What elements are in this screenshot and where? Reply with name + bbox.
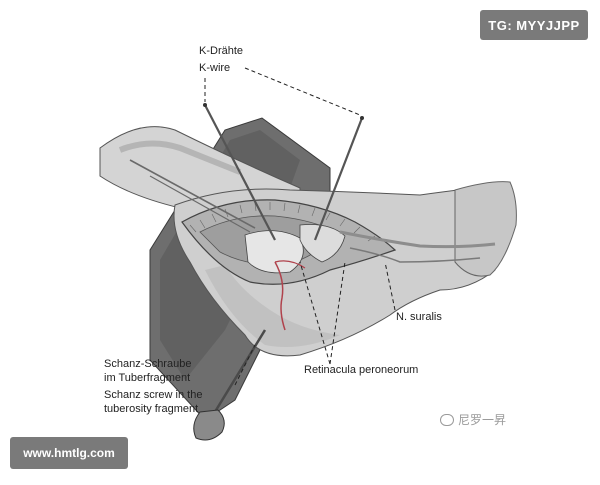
heel-shade bbox=[205, 265, 340, 348]
leader-retinacula-a bbox=[299, 261, 331, 365]
label-schanz-de-2: im Tuberfragment bbox=[104, 372, 191, 384]
forefoot-drape bbox=[454, 181, 517, 277]
leader-retinacula-b bbox=[329, 261, 346, 365]
leader-suralis bbox=[384, 261, 396, 311]
label-kwire-de: K-Drähte bbox=[199, 45, 244, 57]
fracture-line-branch bbox=[274, 260, 306, 269]
label-schanz-en-2: tuberosity fragment bbox=[104, 403, 199, 415]
label-schanz-en-1: Schanz screw in the bbox=[104, 389, 203, 401]
leader-kwire-right bbox=[244, 67, 361, 116]
incision-hatching bbox=[189, 202, 376, 242]
k-wire-right bbox=[313, 117, 364, 241]
label-suralis: N. suralis bbox=[396, 311, 442, 323]
schanz-screw-handle bbox=[193, 409, 225, 441]
wechat-icon bbox=[440, 413, 454, 426]
leg-shank-highlight bbox=[118, 140, 242, 175]
k-wire-left bbox=[204, 104, 276, 241]
leader-schanz bbox=[234, 344, 256, 386]
bone-fragment-b bbox=[299, 224, 346, 263]
schanz-screw-shaft bbox=[208, 329, 267, 421]
peroneal-tendons bbox=[339, 230, 496, 249]
fracture-line bbox=[274, 261, 286, 331]
watermark-wechat: 尼罗一昇 bbox=[440, 411, 506, 428]
label-kwire-en: K-wire bbox=[199, 62, 231, 74]
sural-nerve bbox=[349, 247, 481, 263]
watermark-telegram: TG: MYYJJPP bbox=[480, 10, 588, 40]
label-schanz-de-1: Schanz-Schraube bbox=[104, 358, 192, 370]
watermark-website: www.hmtlg.com bbox=[10, 437, 128, 469]
bone-fragment-a bbox=[244, 230, 304, 274]
wechat-handle: 尼罗一昇 bbox=[458, 413, 507, 427]
label-retinacula: Retinacula peroneorum bbox=[304, 364, 419, 376]
